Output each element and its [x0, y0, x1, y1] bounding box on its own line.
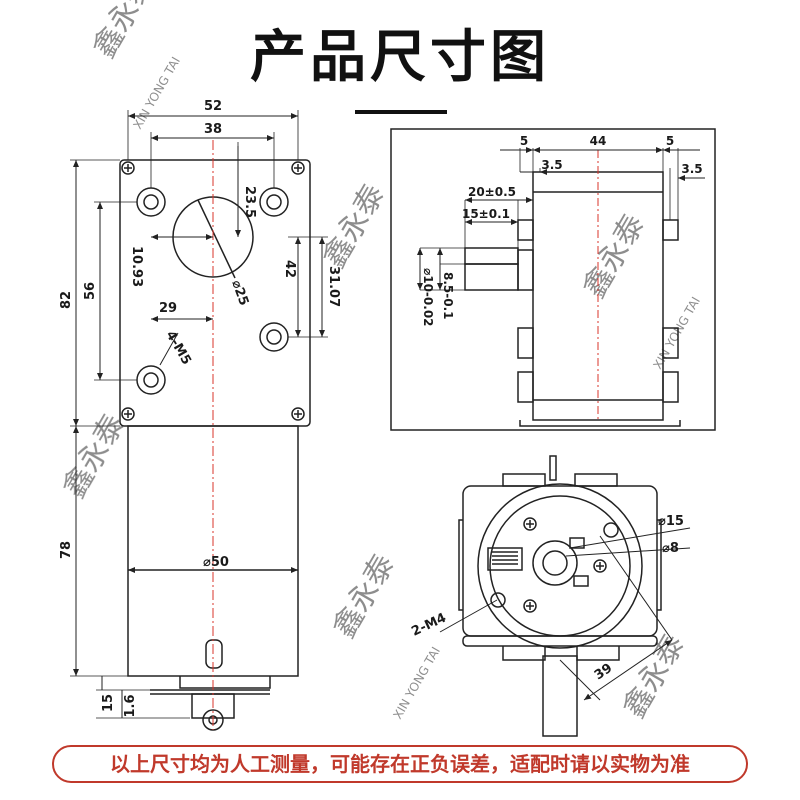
end-view-labels: ⌀15 ⌀8 2-M4 39 [409, 514, 684, 683]
watermark: 鑫永泰 鑫永泰 鑫永泰 鑫永泰 鑫永泰 鑫永泰 XIN YONG TAI XIN… [57, 0, 703, 724]
side-view: 5 44 5 3.5 3.5 20±0.5 15±0.1 8.5-0.1 ⌀10… [390, 128, 716, 431]
dim-label: 20±0.5 [468, 185, 516, 199]
watermark-cn: 鑫永泰 [317, 179, 392, 274]
corner-screw [121, 161, 305, 421]
dim-label: ⌀15 [658, 514, 684, 529]
watermark-en: XIN YONG TAI [130, 54, 183, 131]
bearing-outer [532, 540, 578, 586]
boss-diameter-leader [197, 199, 236, 279]
dim-label: ⌀25 [228, 278, 251, 307]
dim-label: 15±0.1 [462, 207, 510, 221]
watermark-cn: 鑫永泰 [327, 549, 402, 644]
side-view-frame [390, 128, 716, 431]
watermark-cn: 鑫永泰 [617, 629, 692, 724]
dim-label: 15 [101, 694, 116, 712]
watermark-en: XIN YONG TAI [390, 644, 443, 721]
dim-label: 10.93 [129, 246, 144, 287]
footer-disclaimer: 以上尺寸均为人工测量，可能存在正负误差，适配时请以实物为准 [52, 745, 748, 783]
dim-label: 8.5-0.1 [441, 272, 455, 320]
dim-label: 38 [204, 122, 222, 137]
gear-housing-circle [477, 483, 643, 649]
watermark-cn: 鑫永泰 [577, 209, 652, 304]
front-view [70, 110, 328, 731]
watermark-en: XIN YONG TAI [650, 294, 703, 371]
dim-label: 42 [282, 260, 297, 278]
dim-label: 78 [59, 541, 74, 559]
dim-label: 5 [666, 134, 674, 148]
front-view-labels: 52 38 23.5 10.93 42 31.07 82 56 29 ⌀25 4… [59, 99, 341, 718]
dim-label: 4-M5 [163, 329, 194, 368]
output-shaft-end [542, 655, 578, 737]
dim-label: ⌀10-0.02 [421, 268, 435, 327]
gearbox-housing-end [462, 485, 658, 637]
page-title: 产品尺寸图 [250, 25, 550, 90]
dim-label: ⌀50 [203, 555, 229, 570]
end-view-dims [439, 527, 691, 701]
dim-label: 82 [59, 291, 74, 309]
dim-label: 3.5 [681, 162, 702, 176]
dim-label: 1.6 [123, 694, 138, 717]
output-shaft [464, 247, 519, 265]
dim-label: 29 [159, 301, 177, 316]
mounting-hole [490, 592, 506, 608]
title-underline [355, 110, 447, 114]
dim-label: 23.5 [242, 186, 257, 218]
dim-label: 56 [83, 282, 98, 300]
watermark-cn: 鑫永泰 [87, 0, 162, 64]
dim-label: 5 [520, 134, 528, 148]
mounting-hole [603, 522, 619, 538]
bearing-inner [542, 550, 568, 576]
dim-label: 2-M4 [409, 611, 448, 640]
dim-label: ⌀8 [662, 541, 679, 556]
dim-label: 44 [590, 134, 607, 148]
dim-label: 3.5 [541, 158, 562, 172]
dim-label: 39 [592, 661, 615, 684]
dim-label: 52 [204, 99, 222, 114]
dim-label: 31.07 [326, 266, 341, 307]
